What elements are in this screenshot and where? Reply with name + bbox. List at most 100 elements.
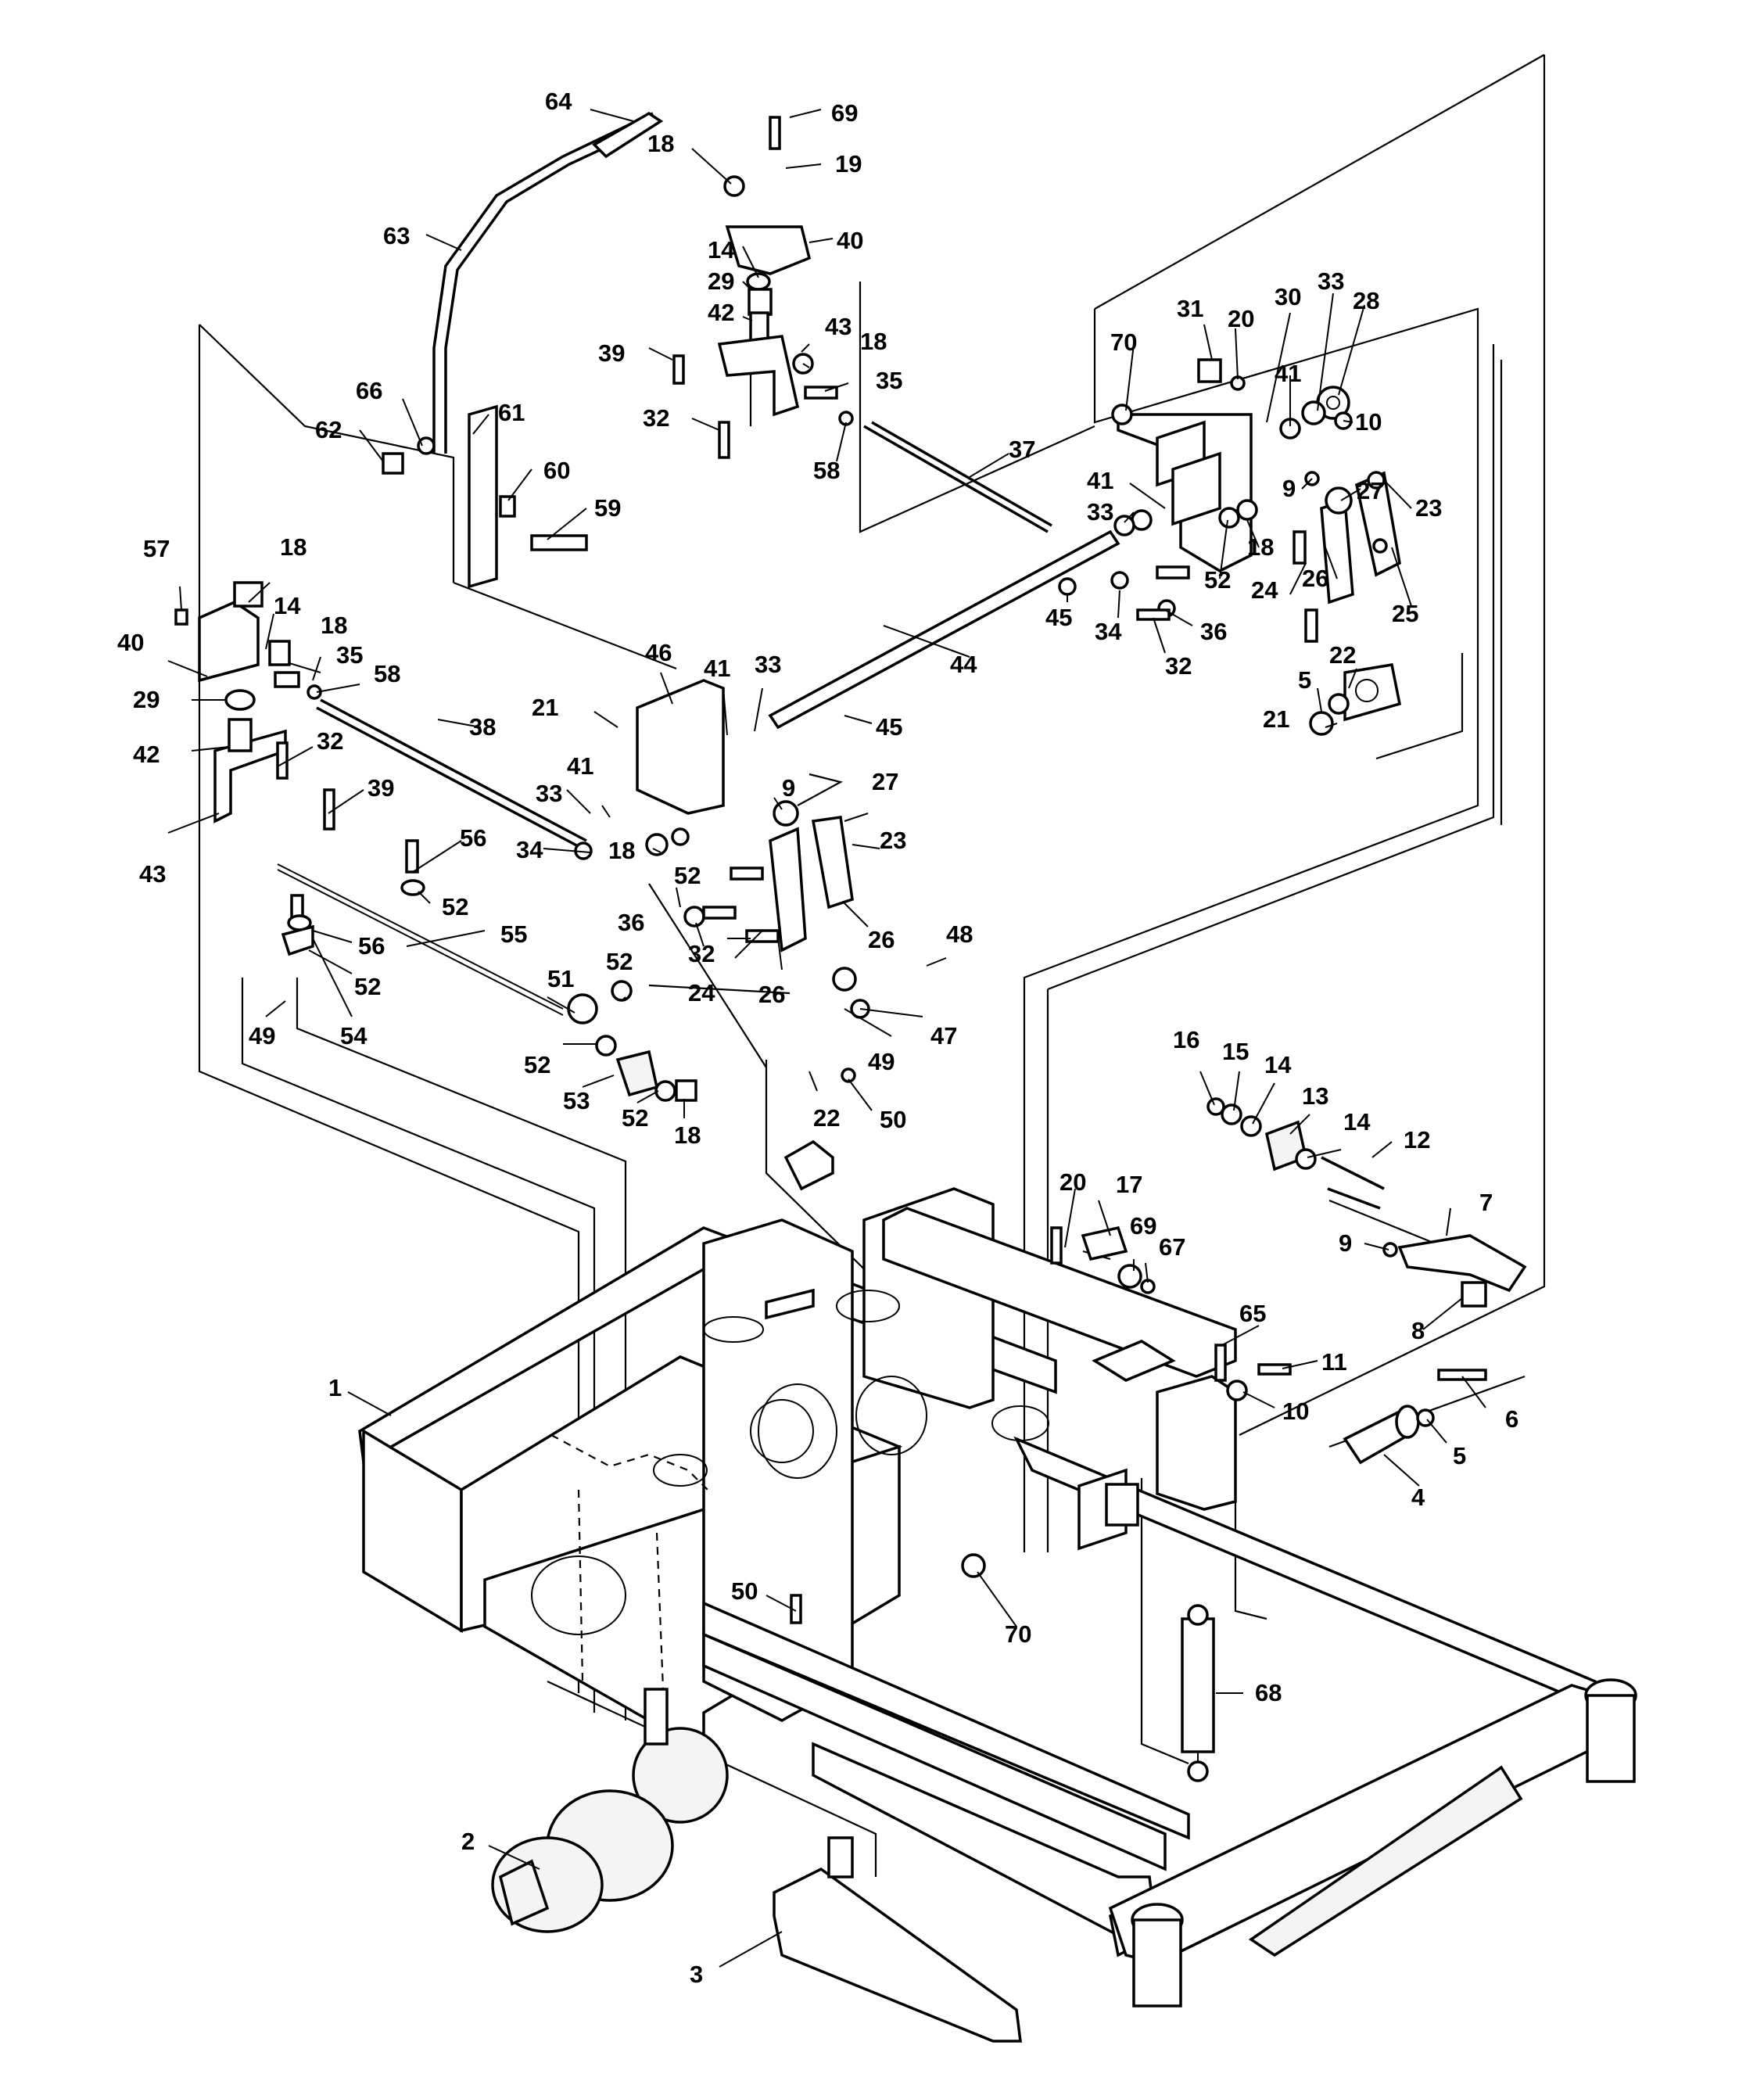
callout-26: 26 [758, 981, 785, 1008]
callout-68: 68 [1255, 1679, 1282, 1706]
callout-36: 36 [618, 909, 644, 936]
callout-54: 54 [340, 1022, 368, 1050]
callout-labels: 64 69 18 19 63 40 14 29 42 43 18 39 35 6… [117, 88, 1518, 1988]
callout-21: 21 [532, 694, 558, 721]
callout-21: 21 [1263, 705, 1289, 733]
damper-cylinder [1343, 1405, 1420, 1465]
shock-absorber [1181, 1604, 1215, 1782]
callout-32: 32 [317, 727, 343, 755]
callout-60: 60 [543, 457, 570, 484]
callout-40: 40 [837, 227, 863, 254]
callout-26: 26 [1302, 565, 1328, 592]
callout-16: 16 [1173, 1026, 1199, 1053]
main-frame-chassis [358, 1187, 1637, 2008]
callout-18: 18 [280, 533, 307, 561]
callout-32: 32 [643, 404, 669, 432]
callout-43: 43 [139, 860, 166, 888]
callout-5: 5 [1453, 1442, 1466, 1469]
callout-6: 6 [1505, 1405, 1518, 1433]
callout-39: 39 [598, 339, 625, 367]
callout-38: 38 [469, 713, 496, 741]
callout-2: 2 [461, 1828, 475, 1855]
callout-11: 11 [1321, 1348, 1347, 1376]
callout-33: 33 [1318, 267, 1344, 295]
lower-arm-bracket [773, 1836, 1022, 2043]
callout-49: 49 [249, 1022, 275, 1050]
callout-40: 40 [117, 629, 144, 656]
callout-66: 66 [356, 377, 382, 404]
callout-20: 20 [1059, 1168, 1086, 1196]
callout-47: 47 [930, 1022, 957, 1050]
rods-and-shafts [277, 421, 1381, 1210]
callout-56: 56 [460, 824, 486, 852]
springs [615, 1050, 1385, 1190]
callout-10: 10 [1355, 408, 1382, 436]
callout-28: 28 [1353, 287, 1379, 314]
callout-1: 1 [328, 1374, 342, 1401]
callout-18: 18 [860, 328, 887, 355]
transmission-unit [491, 1688, 729, 1933]
callout-24: 24 [1251, 576, 1278, 604]
callout-22: 22 [813, 1104, 840, 1132]
callout-3: 3 [690, 1961, 703, 1988]
callout-63: 63 [383, 222, 410, 249]
callout-50: 50 [880, 1106, 906, 1133]
callout-35: 35 [876, 367, 902, 394]
callout-7: 7 [1479, 1189, 1493, 1216]
pedal-arm [1397, 1234, 1527, 1293]
callout-45: 45 [876, 713, 902, 741]
callout-55: 55 [500, 920, 527, 948]
callout-33: 33 [1087, 498, 1113, 526]
callout-52: 52 [622, 1104, 648, 1132]
callout-14: 14 [708, 236, 735, 264]
callout-48: 48 [946, 920, 973, 948]
callout-9: 9 [1282, 475, 1296, 502]
callout-14: 14 [1343, 1108, 1371, 1136]
callout-35: 35 [336, 641, 363, 669]
callout-34: 34 [516, 836, 543, 863]
callout-41: 41 [704, 655, 730, 682]
callout-44: 44 [950, 651, 977, 678]
callout-20: 20 [1228, 305, 1254, 332]
callout-18: 18 [1247, 533, 1274, 561]
callout-67: 67 [1159, 1233, 1185, 1261]
callout-27: 27 [1357, 477, 1383, 504]
callout-29: 29 [133, 686, 160, 713]
callout-43: 43 [825, 313, 852, 340]
callout-23: 23 [880, 827, 906, 854]
callout-51: 51 [547, 965, 574, 992]
callout-29: 29 [708, 267, 734, 295]
callout-39: 39 [368, 774, 394, 802]
callout-34: 34 [1095, 618, 1122, 645]
callout-33: 33 [536, 780, 562, 807]
callout-41: 41 [567, 752, 593, 780]
callout-52: 52 [442, 893, 468, 920]
callout-32: 32 [1165, 652, 1192, 680]
callout-56: 56 [358, 932, 385, 960]
callout-leader-lines [167, 109, 1486, 1968]
callout-32: 32 [688, 940, 715, 967]
callout-52: 52 [674, 862, 701, 889]
left-bracket-assembly [198, 601, 725, 823]
callout-52: 52 [606, 948, 633, 975]
callout-61: 61 [498, 399, 525, 426]
callout-18: 18 [608, 837, 635, 864]
callout-52: 52 [354, 973, 381, 1000]
callout-69: 69 [831, 99, 858, 127]
callout-42: 42 [708, 299, 734, 326]
callout-65: 65 [1239, 1300, 1266, 1327]
callout-58: 58 [813, 457, 840, 484]
center-pivot-arms [769, 800, 854, 1191]
callout-14: 14 [274, 592, 301, 619]
callout-46: 46 [645, 639, 672, 666]
callout-18: 18 [674, 1121, 701, 1149]
callout-14: 14 [1264, 1051, 1292, 1078]
small-hardware [174, 116, 1487, 1624]
callout-70: 70 [1005, 1620, 1031, 1648]
callout-52: 52 [1204, 566, 1231, 594]
callout-19: 19 [835, 150, 862, 178]
callout-45: 45 [1045, 604, 1072, 631]
callout-58: 58 [374, 660, 400, 687]
upper-right-bracket-assembly [1117, 386, 1402, 722]
